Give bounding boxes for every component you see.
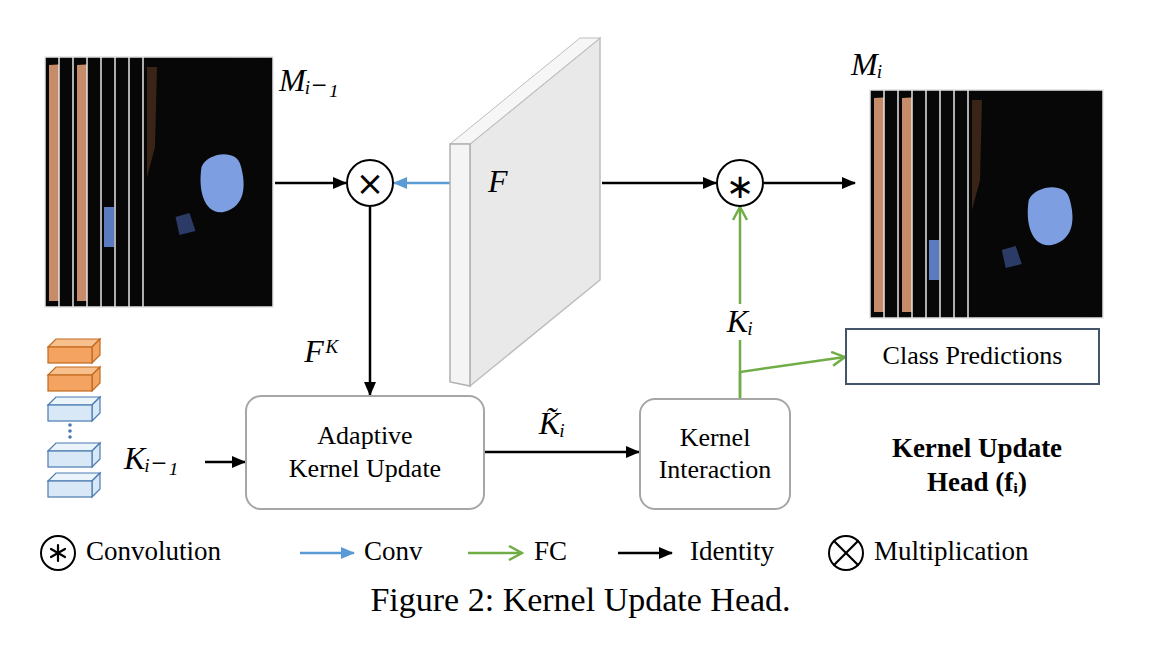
connector: [485, 451, 639, 454]
legend-text: FC: [534, 535, 567, 567]
kernel-stack: Kᵢ₋₁: [48, 335, 205, 500]
convolution-circle: ∗: [716, 159, 764, 207]
mask-stack-art: [45, 45, 275, 320]
node-text: Mᵢ₋₁: [279, 63, 339, 98]
node-text: ∗: [726, 163, 755, 203]
connector: [369, 207, 372, 395]
legend-sample: [616, 533, 676, 573]
mask-stack: Mᵢ₋₁: [45, 45, 275, 320]
node-text: Kernel Interaction: [651, 422, 779, 487]
node-text: Class Predictions: [883, 340, 1063, 373]
figure-caption: Figure 2: Kernel Update Head.: [370, 580, 790, 621]
legend-text: Multiplication: [874, 535, 1029, 567]
edge-label: Fᴷ: [301, 334, 342, 369]
legend-text: Conv: [364, 535, 423, 567]
connector: [394, 182, 450, 185]
node-text: Mᵢ: [851, 47, 883, 82]
connector: [764, 182, 855, 185]
legend-sample: [466, 533, 526, 573]
mask-stack-art: [855, 55, 1105, 320]
connector: [602, 182, 716, 185]
connector: [205, 461, 245, 464]
node-text: Adaptive Kernel Update: [281, 420, 449, 485]
connector: [739, 207, 742, 398]
process-box: Adaptive Kernel Update: [245, 395, 485, 510]
connector: [275, 182, 346, 185]
output-box: Class Predictions: [845, 328, 1100, 385]
legend-sample: [298, 533, 358, 573]
node-text: F: [488, 164, 508, 199]
legend-text: Identity: [690, 535, 774, 567]
edge-label: Kᵢ: [724, 304, 756, 339]
legend-text: Convolution: [86, 535, 221, 567]
multiplication-circle: ×: [346, 159, 394, 207]
feature-map-art: [450, 36, 602, 388]
process-box: Kernel Interaction: [639, 398, 791, 510]
mask-stack: Mᵢ: [855, 55, 1105, 320]
feature-map: F: [450, 36, 602, 388]
node-text: Kᵢ₋₁: [124, 441, 178, 476]
connector: [740, 357, 845, 398]
node-text: ×: [356, 166, 385, 200]
head-label: Kernel Update Head (fᵢ): [872, 432, 1082, 500]
edge-label: K̃ᵢ: [536, 406, 568, 441]
